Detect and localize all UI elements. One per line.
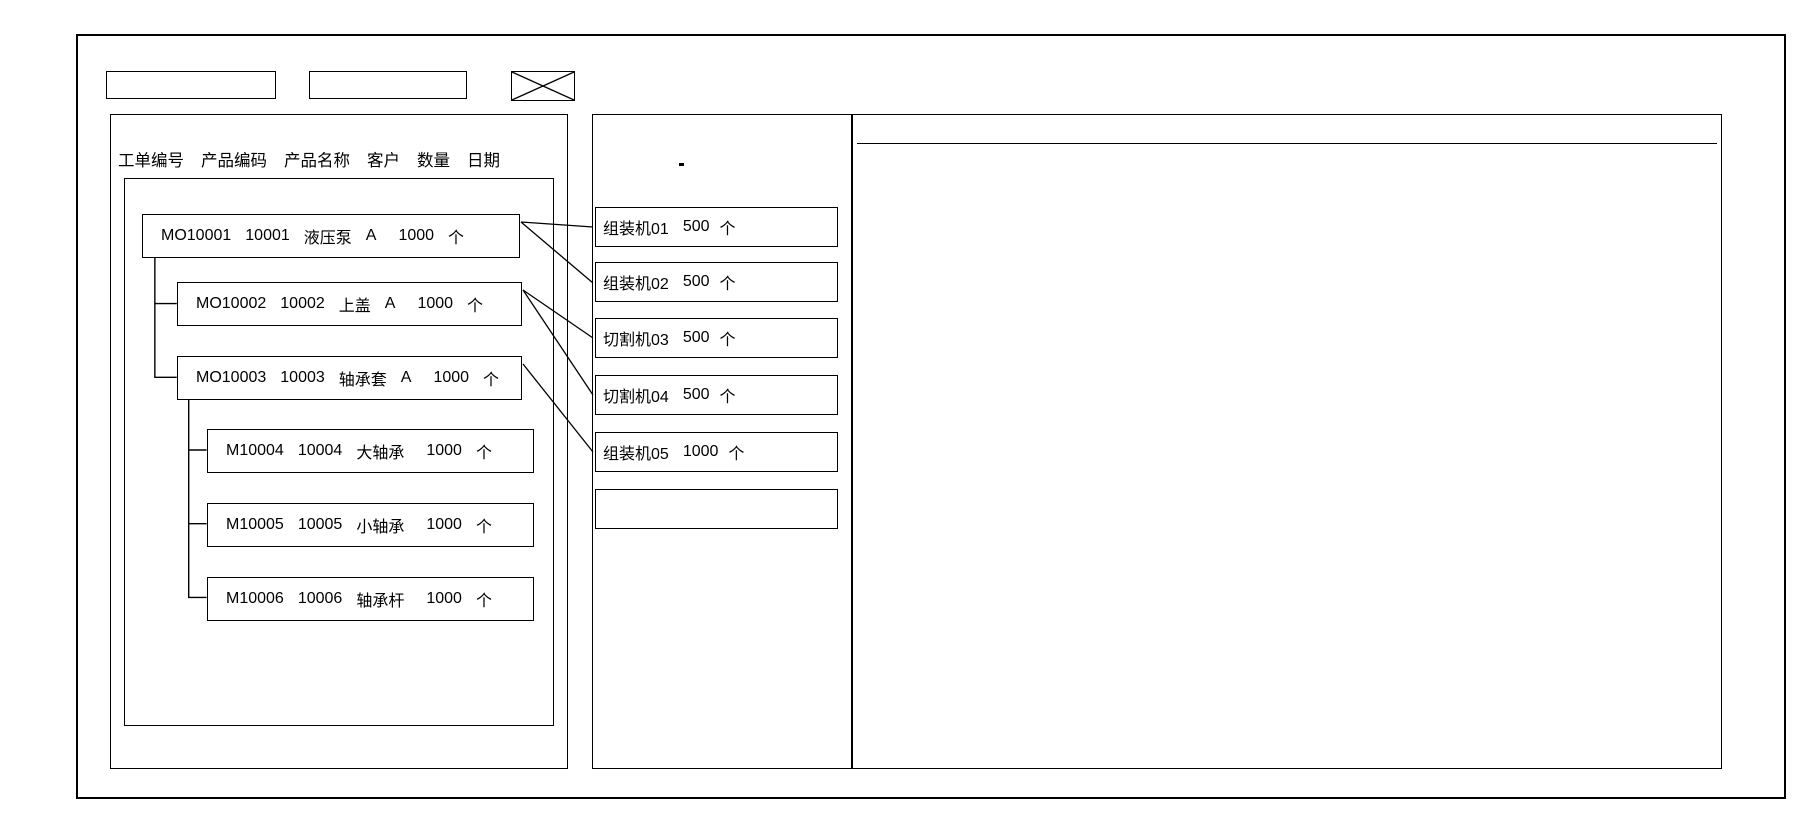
detail-panel-header-text bbox=[862, 118, 1712, 140]
row-5-quantity: 1000 bbox=[426, 590, 462, 607]
tree-row-0[interactable]: MO10001 10001 液压泵 A 1000 个 bbox=[142, 214, 520, 258]
tree-row-1[interactable]: MO10002 10002 上盖 A 1000 个 bbox=[177, 282, 522, 326]
machine-3-name: 切割机04 bbox=[603, 389, 669, 406]
row-1-customer: A bbox=[384, 295, 396, 312]
toolbar-input-2[interactable] bbox=[309, 71, 467, 99]
column-header-date: 日期 bbox=[467, 152, 500, 170]
machine-3-unit: 个 bbox=[719, 389, 736, 406]
machine-1-quantity: 500 bbox=[682, 273, 710, 290]
row-1-quantity: 1000 bbox=[417, 295, 454, 312]
row-1-product-name: 上盖 bbox=[338, 298, 371, 315]
machine-row-1[interactable]: 组装机02 500 个 bbox=[595, 262, 838, 302]
machine-row-5-empty[interactable] bbox=[595, 489, 838, 529]
row-5-product-code: 10006 bbox=[297, 590, 343, 607]
row-2-order-no: MO10003 bbox=[196, 369, 267, 386]
machine-2-name: 切割机03 bbox=[603, 332, 669, 349]
row-2-unit: 个 bbox=[483, 372, 500, 389]
crossed-box-icon[interactable] bbox=[511, 71, 575, 101]
row-0-product-name: 液压泵 bbox=[303, 230, 352, 247]
row-4-quantity: 1000 bbox=[426, 516, 462, 533]
row-5-order-no: M10006 bbox=[226, 590, 284, 607]
machine-2-quantity: 500 bbox=[682, 329, 710, 346]
row-5-unit: 个 bbox=[475, 593, 492, 610]
row-3-unit: 个 bbox=[475, 445, 492, 462]
machine-1-name: 组装机02 bbox=[603, 276, 669, 293]
machine-1-unit: 个 bbox=[719, 276, 736, 293]
row-3-product-name: 大轴承 bbox=[356, 445, 405, 462]
row-2-customer: A bbox=[400, 369, 412, 386]
row-5-product-name: 轴承杆 bbox=[356, 593, 405, 610]
column-header-product-code: 产品编码 bbox=[201, 152, 267, 170]
machine-row-2[interactable]: 切割机03 500 个 bbox=[595, 318, 838, 358]
machine-0-name: 组装机01 bbox=[603, 221, 669, 238]
detail-panel bbox=[852, 114, 1722, 769]
column-header-quantity: 数量 bbox=[417, 152, 450, 170]
row-0-customer: A bbox=[365, 227, 377, 244]
row-2-quantity: 1000 bbox=[433, 369, 470, 386]
toolbar bbox=[106, 71, 606, 107]
column-header-customer: 客户 bbox=[367, 152, 400, 170]
row-4-order-no: M10005 bbox=[226, 516, 284, 533]
row-4-product-code: 10005 bbox=[297, 516, 343, 533]
row-0-order-no: MO10001 bbox=[161, 227, 232, 244]
column-header-order-no: 工单编号 bbox=[118, 152, 184, 170]
machine-0-unit: 个 bbox=[719, 221, 736, 238]
row-1-unit: 个 bbox=[467, 298, 484, 315]
work-order-tree: MO10001 10001 液压泵 A 1000 个 MO10002 10002… bbox=[124, 178, 554, 726]
row-4-product-name: 小轴承 bbox=[356, 519, 405, 536]
tree-row-4[interactable]: M10005 10005 小轴承 1000 个 bbox=[207, 503, 534, 547]
work-order-column-headers: 工单编号 产品编码 产品名称 客户 数量 日期 bbox=[118, 146, 558, 172]
tree-row-5[interactable]: M10006 10006 轴承杆 1000 个 bbox=[207, 577, 534, 621]
row-0-product-code: 10001 bbox=[245, 227, 290, 244]
row-0-unit: 个 bbox=[448, 230, 465, 247]
row-1-product-code: 10002 bbox=[280, 295, 325, 312]
machine-4-unit: 个 bbox=[728, 446, 745, 463]
machine-row-0[interactable]: 组装机01 500 个 bbox=[595, 207, 838, 247]
column-header-product-name: 产品名称 bbox=[284, 152, 350, 170]
machine-3-quantity: 500 bbox=[682, 386, 710, 403]
row-4-unit: 个 bbox=[475, 519, 492, 536]
machine-row-4[interactable]: 组装机05 1000 个 bbox=[595, 432, 838, 472]
row-2-product-name: 轴承套 bbox=[338, 372, 387, 389]
machine-4-quantity: 1000 bbox=[682, 443, 719, 460]
row-3-quantity: 1000 bbox=[426, 442, 462, 459]
machine-4-name: 组装机05 bbox=[603, 446, 669, 463]
machine-0-quantity: 500 bbox=[682, 218, 710, 235]
toolbar-input-1[interactable] bbox=[106, 71, 276, 99]
row-3-order-no: M10004 bbox=[226, 442, 284, 459]
row-1-order-no: MO10002 bbox=[196, 295, 267, 312]
mid-panel-marker-dot bbox=[679, 163, 684, 166]
row-3-product-code: 10004 bbox=[297, 442, 343, 459]
detail-panel-header-divider bbox=[857, 143, 1717, 144]
machine-2-unit: 个 bbox=[719, 332, 736, 349]
row-0-quantity: 1000 bbox=[398, 227, 435, 244]
machine-row-3[interactable]: 切割机04 500 个 bbox=[595, 375, 838, 415]
tree-row-3[interactable]: M10004 10004 大轴承 1000 个 bbox=[207, 429, 534, 473]
tree-row-2[interactable]: MO10003 10003 轴承套 A 1000 个 bbox=[177, 356, 522, 400]
row-2-product-code: 10003 bbox=[280, 369, 325, 386]
